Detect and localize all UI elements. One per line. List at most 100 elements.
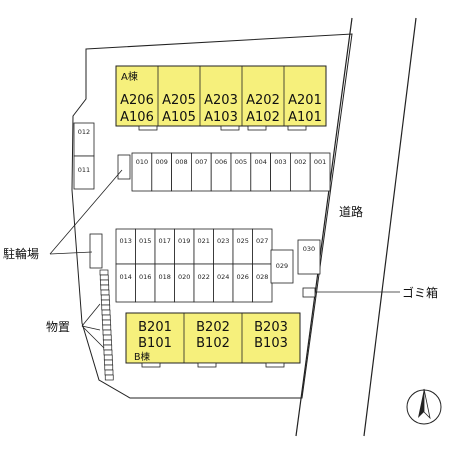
slot-002: 002 [294,158,306,166]
slot-028: 028 [256,273,268,281]
storage-unit [103,354,113,361]
bike-rack-lower [89,233,103,269]
unit-b202: B202 [196,320,230,335]
storage-unit [100,289,110,296]
unit-b201: B201 [138,320,172,335]
slot-010: 010 [136,158,148,166]
slot-020: 020 [178,273,190,281]
parking-slot [252,263,273,303]
slot-008: 008 [175,158,187,166]
storage-unit [99,274,109,281]
slot-025: 025 [237,237,249,245]
parking-slot [154,263,175,303]
parking-slot [213,228,234,265]
storage-unit [100,294,110,301]
road-label: 道路 [339,204,363,219]
parking-slot [193,228,214,265]
slot-019: 019 [178,237,190,245]
storage-unit [102,319,111,326]
slot-009: 009 [155,158,167,166]
slot-004: 004 [254,158,266,166]
slot-024: 024 [217,273,229,281]
storage-unit [101,309,111,316]
slot-011: 011 [78,166,90,174]
storage-unit [101,314,111,321]
parking-slot [135,263,156,303]
road-edge-right [363,17,417,437]
unit-b103: B103 [254,336,288,351]
slot-017: 017 [159,237,171,245]
slot-013: 013 [120,237,132,245]
storage-unit [104,374,114,381]
bike-rack-upper [117,154,131,180]
parking-slot [174,228,195,265]
unit-b101: B101 [138,336,172,351]
site-boundary [71,33,353,399]
slot-018: 018 [159,273,171,281]
trash-label: ゴミ箱 [402,285,438,300]
storage-label: 物置 [46,320,70,334]
storage-leader-1 [81,303,101,327]
parking-slot [115,263,136,303]
storage-unit [103,349,113,356]
unit-a101: A101 [288,110,322,125]
unit-b203: B203 [254,320,288,335]
building-a-label: A棟 [121,70,138,83]
parking-slot [154,228,175,265]
storage-unit [102,334,112,341]
slot-001: 001 [314,158,326,166]
storage-unit [102,324,112,331]
slot-021: 021 [198,237,210,245]
parking-slot [232,228,253,265]
parking-slot [135,228,156,265]
unit-a202: A202 [246,93,280,108]
building-b: B201 B202 B203 B101 B102 B103 B棟 [125,312,301,368]
building-b-label: B棟 [134,351,151,363]
parking-029: 029 [270,249,294,284]
storage-unit [104,364,114,371]
slot-027: 027 [256,237,268,245]
storage-unit [101,299,110,306]
storage-leader-2 [81,325,101,331]
slot-006: 006 [215,158,227,166]
storage-unit [103,344,113,351]
trash-box [302,287,316,298]
unit-a106: A106 [120,110,154,125]
parking-030: 030 [297,239,321,275]
slot-014: 014 [120,273,132,281]
slot-016: 016 [139,273,151,281]
unit-a203: A203 [204,93,238,108]
unit-a201: A201 [288,93,322,108]
slot-022: 022 [198,273,210,281]
slot-023: 023 [217,237,229,245]
slot-012: 012 [78,128,90,136]
slot-029: 029 [276,262,288,270]
storage-unit [103,339,112,346]
storage-column [99,269,114,381]
unit-a102: A102 [246,110,280,125]
slot-026: 026 [237,273,249,281]
bike-label: 駐輪場 [3,246,39,261]
road-edge-left [295,17,353,437]
unit-a205: A205 [162,93,196,108]
parking-slot [252,228,273,265]
parking-slot [115,228,136,265]
north-arrow-icon [406,388,442,425]
slot-005: 005 [235,158,247,166]
bike-leader-1 [49,169,123,255]
unit-a206: A206 [120,93,154,108]
storage-unit [99,269,109,276]
parking-left: 012 011 [73,122,95,190]
slot-007: 007 [195,158,207,166]
storage-unit [104,369,114,376]
storage-unit [101,304,111,311]
parking-row-1: 010 009 008 007 006 005 004 003 002 001 [131,152,331,192]
parking-slot [213,263,234,303]
slot-003: 003 [274,158,286,166]
parking-slot [174,263,195,303]
unit-a103: A103 [204,110,238,125]
slot-015: 015 [139,237,151,245]
storage-unit [100,284,110,291]
storage-unit [104,359,113,366]
